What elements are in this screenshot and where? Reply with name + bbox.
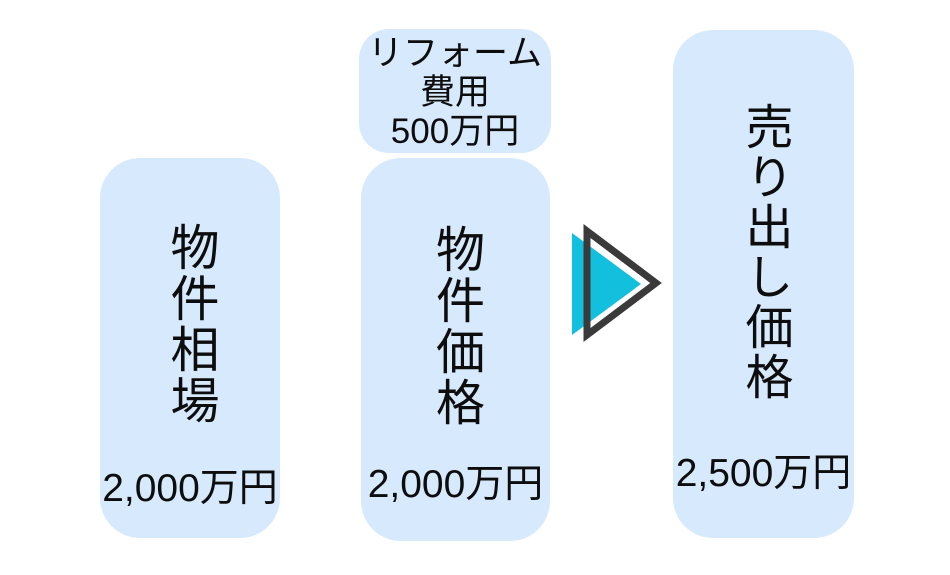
reform-cost-box: リフォーム 費用 500万円 [359,29,551,153]
reform-cost-line1: リフォーム [368,34,542,73]
reform-cost-line3: 500万円 [390,112,520,151]
market-price-label: 物件相場 [163,222,218,426]
sale-price-amount: 2,500万円 [675,452,852,495]
market-price-box: 物件相場 2,000万円 [100,158,280,538]
property-price-label: 物件価格 [429,224,483,428]
property-price-box: 物件価格 2,000万円 [361,158,550,541]
market-price-amount: 2,000万円 [102,467,278,510]
reform-cost-line2: 費用 [419,73,490,112]
sale-price-label: 売り出し価格 [737,102,791,402]
sale-price-box: 売り出し価格 2,500万円 [673,30,854,538]
property-price-amount: 2,000万円 [367,463,544,506]
right-arrow-icon [572,223,662,343]
